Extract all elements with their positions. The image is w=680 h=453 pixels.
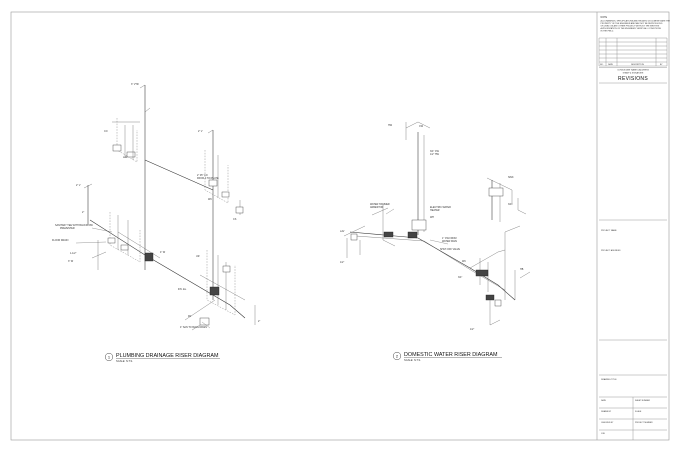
label-size12: 1/2" (340, 261, 344, 264)
date-label: DATE (601, 399, 607, 402)
floor-drain-symbol (199, 317, 210, 326)
note-line: ALL DRAWINGS, SPECIFICATIONS AND RELATED… (601, 20, 671, 23)
note-line: AUTHORIZATION OF THE ENGINEER. VERIFY AL… (601, 27, 662, 30)
fixture-wc (144, 252, 154, 262)
diagram-title: PLUMBING DRAINAGE RISER DIAGRAM (116, 353, 219, 359)
diagram-number: 1 (108, 355, 111, 360)
label-main-2: WATER MAIN (442, 240, 457, 243)
label-cw-size: 3/4" CW (430, 150, 440, 153)
title-block: NOTE ALL DRAWINGS, SPECIFICATIONS AND RE… (598, 16, 671, 440)
label-size34-a: 3/4" (508, 203, 512, 206)
label-vent-top: 2" V (198, 130, 203, 133)
vent-branch (144, 159, 214, 191)
label-fco-2: FROM A TIN PLATE (197, 177, 219, 180)
fixture-wc (475, 269, 489, 277)
label-floor-drain: FLOOR DRAIN (52, 239, 69, 242)
diagram-number-bubble (392, 351, 402, 361)
label-ur: UR (196, 255, 200, 258)
project-number-label: PROJECT NUMBER (635, 422, 653, 424)
water-heater-symbol (411, 219, 427, 231)
label-size34-b: 3/4" (458, 276, 462, 279)
diagram-scale: SCALE: N.T.S. (404, 358, 421, 362)
label-small15: 1-1/2" (70, 252, 76, 255)
label-shock: WATER HAMMER (370, 203, 390, 206)
label-valve: SHUT-OFF VALVE (440, 248, 460, 251)
drainage-riser-diagram: 3" VTR 2" V CO 2" V 2" SANITARY TEE WITH… (52, 83, 260, 363)
label-fd: FD (188, 315, 191, 318)
consultant-header: CONSULTANT NAME & ADDRESS (617, 69, 649, 72)
label-main-1: 1" CW FROM (442, 237, 457, 240)
fixture-lav (112, 144, 122, 152)
drawing-title-label: DRAWING TITLE (601, 378, 617, 381)
job-label: JOB (601, 433, 605, 435)
revisions-title: REVISIONS (618, 76, 648, 82)
revision-table: NO. DATE DESCRIPTION BY (598, 37, 668, 67)
label-lav: LAV (340, 230, 345, 233)
label-tee-note-1: SANITARY TEE WITH BACKFLOW (55, 224, 94, 227)
label-hw-size: 1/2" HW (430, 153, 440, 156)
note-line: IN THE FIELD. (601, 31, 615, 33)
label-wc: WC (462, 260, 466, 263)
label-hw: HW (388, 124, 393, 127)
label-sink: SINK (508, 176, 514, 179)
rev-col-by: BY (660, 64, 663, 66)
domestic-water-riser-diagram: CW HW 3/4" CW 1/2" HW ELECTRIC WATER HEA… (340, 121, 531, 362)
diagram-number-bubble (104, 352, 114, 362)
label-lav: LAV (123, 156, 128, 159)
cw-main (349, 231, 516, 301)
label-wc: WC (208, 198, 212, 201)
diagram-number: 2 (396, 354, 399, 359)
note-heading: NOTE (601, 16, 608, 19)
note-line: OR USED ON ANY OTHER PROJECT WITHOUT THE… (601, 25, 660, 28)
label-wh: WH (430, 216, 434, 219)
drawing-border (10, 11, 670, 441)
scale-label: SCALE (635, 410, 642, 413)
project-address-label: PROJECT ADDRESS (601, 249, 621, 252)
label-co: CO (104, 130, 108, 133)
building-drain (89, 219, 246, 319)
label-tee-note-2: PREVENTER (60, 227, 75, 230)
label-fco-1: 2" 45° CO (197, 174, 208, 177)
diagram-scale: SCALE: N.T.S. (116, 359, 133, 363)
checked-by-label: CHECKED BY (601, 422, 614, 424)
label-hb: HB (520, 268, 524, 271)
label-ewh-1: ELECTRIC WATER (430, 206, 451, 209)
rev-col-date: DATE (608, 63, 614, 66)
label-invert: INV. EL. (178, 288, 187, 291)
label-bldg-drain: 4" SAN TO BLDG DRAIN (180, 326, 207, 329)
label-waste: 4" W (160, 251, 166, 254)
fixture-sink (488, 187, 504, 197)
diagram-title: DOMESTIC WATER RISER DIAGRAM (404, 352, 498, 358)
label-cw: CW (419, 125, 424, 128)
label-vent-mid: 2" V (76, 184, 81, 187)
label-arrestor: ARRESTOR (370, 206, 384, 209)
project-name-label: PROJECT NAME (601, 229, 617, 232)
stamp-header: STAMP & SIGNATURE (623, 72, 644, 75)
label-waste2: 3" W (68, 260, 74, 263)
label-size12-b: 1/2" (470, 328, 474, 331)
label-vtr: 3" VTR (131, 83, 139, 86)
note-line: PROPERTY OF THE ENGINEER AND MAY NOT BE … (601, 22, 663, 25)
label-ewh-2: HEATER (430, 209, 440, 212)
label-small-2: 2" (258, 320, 260, 323)
sheet-number-label: SHEET NUMBER (635, 400, 651, 402)
label-small-1: 2" (82, 211, 84, 214)
drawn-by-label: DRAWN BY (601, 410, 612, 413)
label-cs: CS (233, 218, 237, 221)
rev-col-no: NO. (600, 64, 604, 66)
rev-col-description: DESCRIPTION (631, 64, 645, 66)
